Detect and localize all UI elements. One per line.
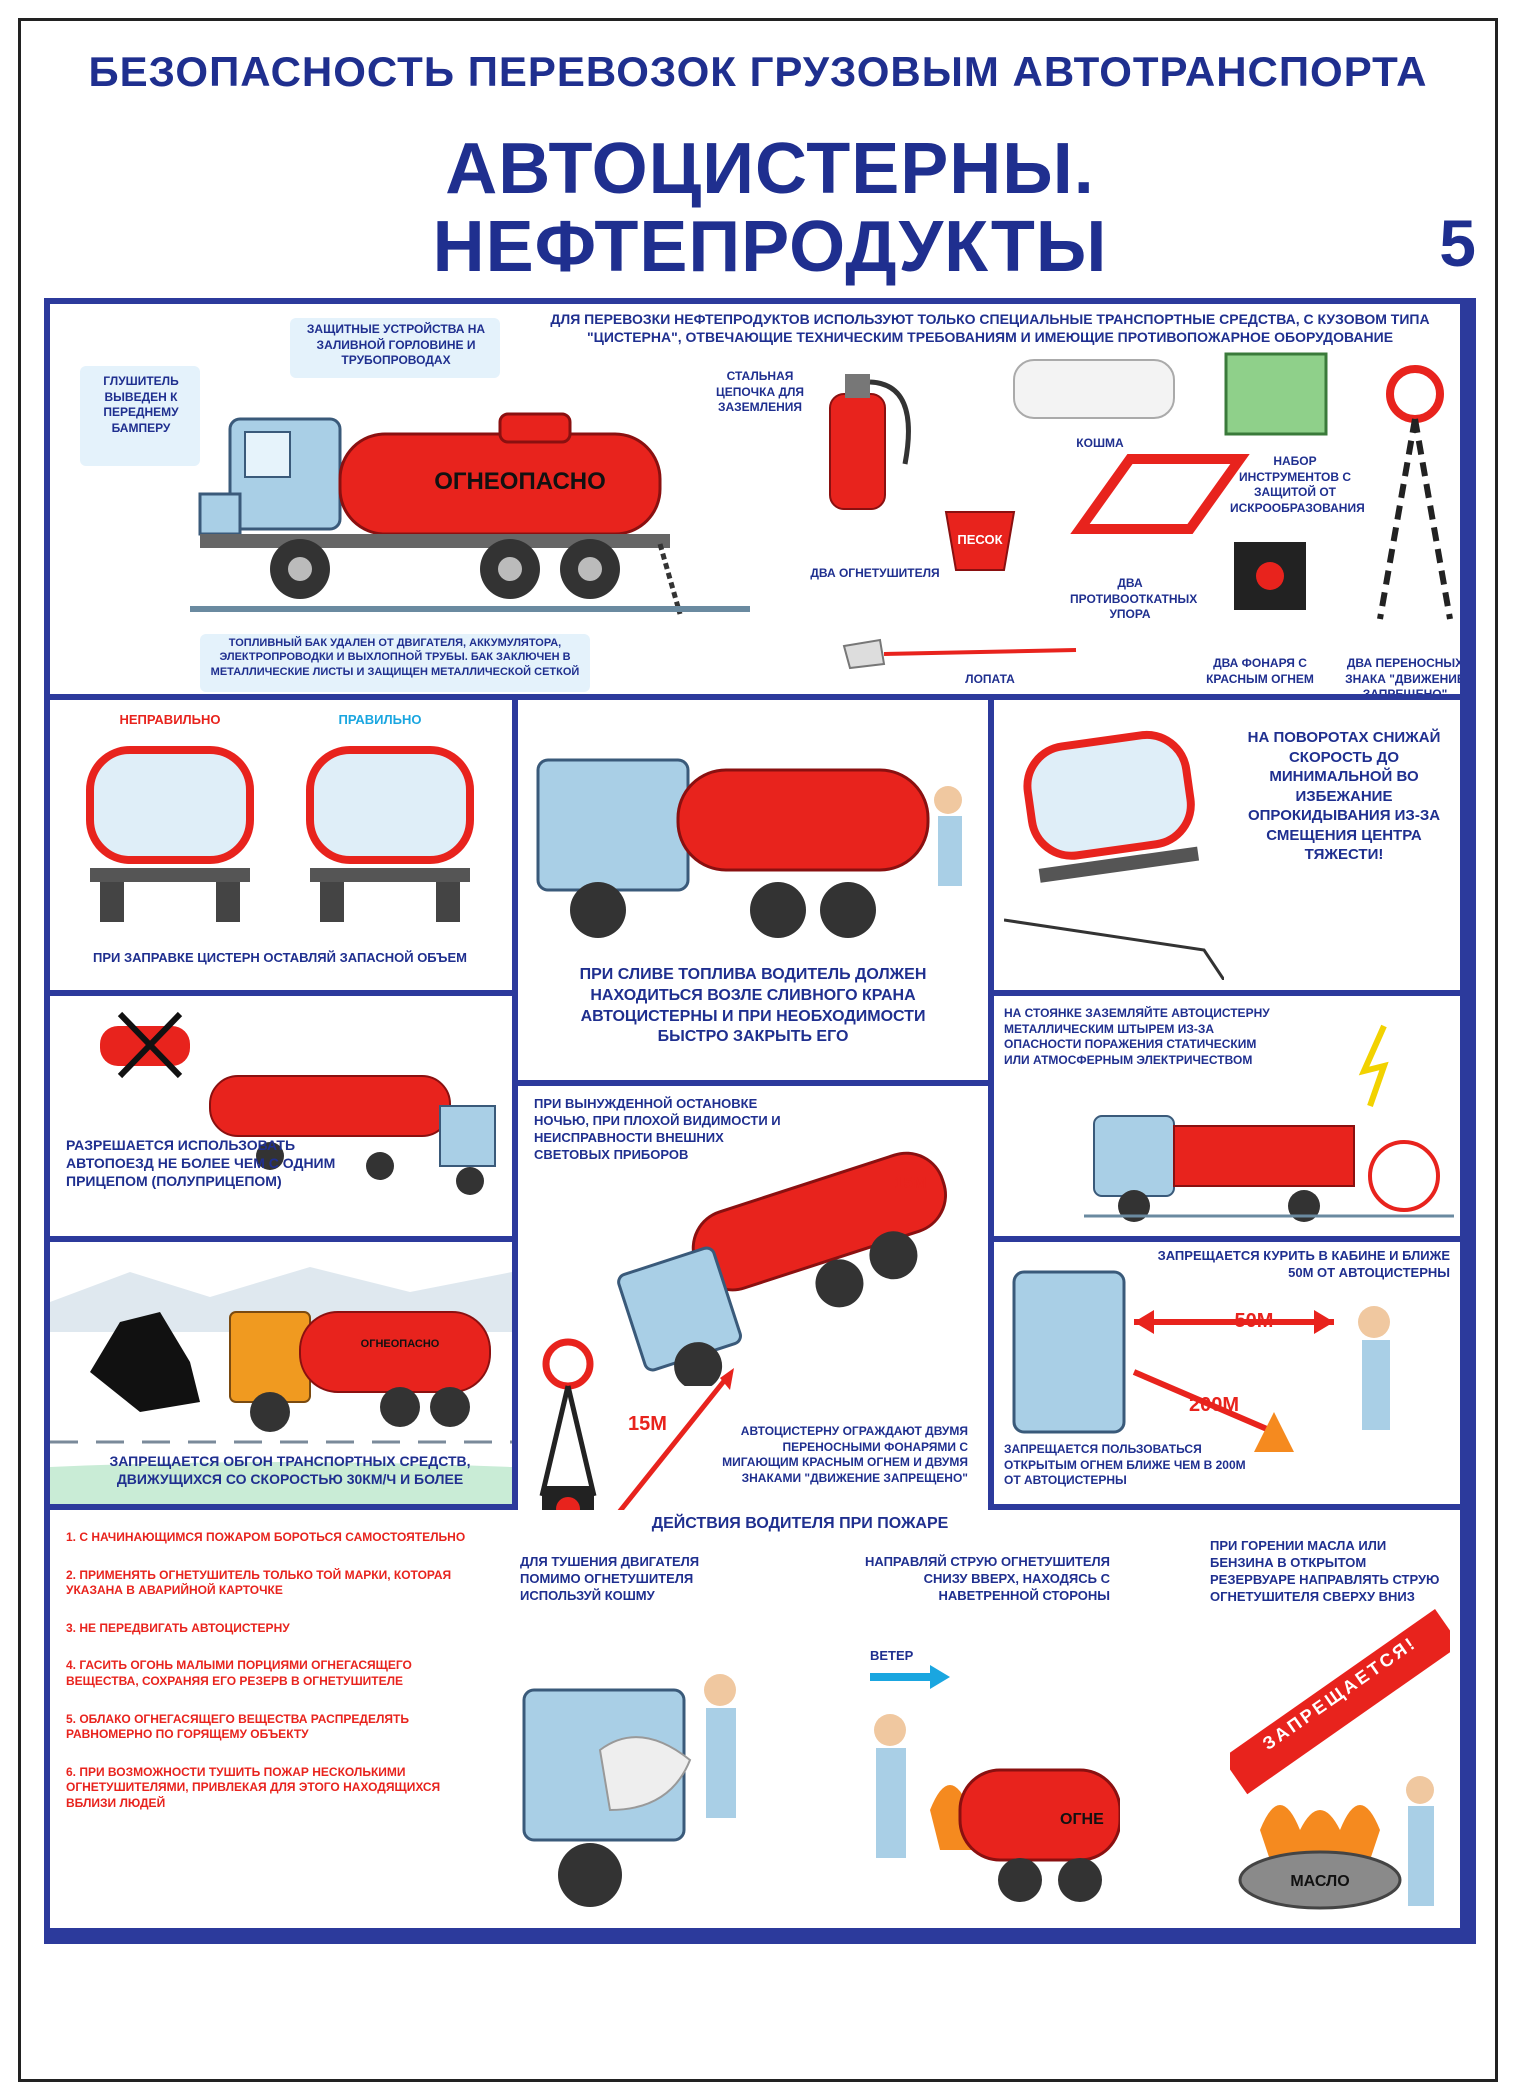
no-entry-sign-icon <box>1377 365 1453 620</box>
sand-bucket-icon <box>944 511 1016 571</box>
oil-label: МАСЛО <box>1290 1873 1350 1890</box>
filling-panel: НЕПРАВИЛЬНО ПРАВИЛЬНО ПРИ ЗАПРАВКЕ ЦИСТЕ… <box>50 700 512 990</box>
red-lantern-icon <box>1234 542 1306 610</box>
burning-tanker-illustration <box>874 1714 1120 1902</box>
shovel-icon <box>842 638 1077 670</box>
smoking-caption: ЗАПРЕЩАЕТСЯ КУРИТЬ В КАБИНЕ И БЛИЖЕ 50м … <box>1157 1248 1450 1280</box>
stop-distance-bottom: 15м <box>628 1413 667 1435</box>
fire-panel: ДЕЙСТВИЯ ВОДИТЕЛЯ ПРИ ПОЖАРЕ 1. С НАЧИНА… <box>50 1510 1460 1928</box>
engine-blanket-illustration <box>522 1674 736 1907</box>
overtake-illustration <box>50 1267 512 1504</box>
turns-panel: НА ПОВОРОТАХ СНИЖАЙ СКОРОСТЬ ДО МИНИМАЛЬ… <box>994 700 1460 990</box>
trailer-caption: РАЗРЕШАЕТСЯ ИСПОЛЬЗОВАТЬ АВТОПОЕЗД НЕ БО… <box>66 1137 336 1190</box>
wrong-label: НЕПРАВИЛЬНО <box>119 712 221 727</box>
stop-panel: ПРИ ВЫНУЖДЕННОЙ ОСТАНОВКЕ НОЧЬЮ, ПРИ ПЛО… <box>518 1086 988 1546</box>
smoking-panel: ЗАПРЕЩАЕТСЯ КУРИТЬ В КАБИНЕ И БЛИЖЕ 50м … <box>994 1242 1460 1504</box>
fire-rule-3: 3. НЕ ПЕРЕДВИГАТЬ АВТОЦИСТЕРНУ <box>66 1620 290 1635</box>
wind-label: ВЕТЕР <box>870 1648 914 1663</box>
stopped-tanker-illustration <box>617 1151 947 1386</box>
poster-subtitle: БЕЗОПАСНОСТЬ ПЕРЕВОЗОК ГРУЗОВЫМ АВТОТРАН… <box>88 48 1428 95</box>
equipment-intro: ДЛЯ ПЕРЕВОЗКИ НЕФТЕПРОДУКТОВ ИСПОЛЬЗУЮТ … <box>550 311 1430 346</box>
trailer-panel: РАЗРЕШАЕТСЯ ИСПОЛЬЗОВАТЬ АВТОПОЕЗД НЕ БО… <box>50 996 512 1236</box>
poster-number: 5 <box>1439 206 1476 280</box>
chain-label: СТАЛЬНАЯ ЦЕПОЧКА ДЛЯ ЗАЗЕМЛЕНИЯ <box>715 369 805 415</box>
extinguishers-label: ДВА ОГНЕТУШИТЕЛЯ <box>810 566 940 580</box>
draining-truck-illustration <box>536 758 962 938</box>
grounding-caption: НА СТОЯНКЕ ЗАЗЕМЛЯЙТЕ АВТОЦИСТЕРНУ МЕТАЛ… <box>1004 1006 1270 1067</box>
fire-blanket-icon <box>1013 359 1175 419</box>
fire-rules-list: 1. С НАЧИНАЮЩИМСЯ ПОЖАРОМ БОРОТЬСЯ САМОС… <box>66 1530 486 1834</box>
burning-tank-label: ОГНЕ <box>1060 1811 1104 1828</box>
turns-caption: НА ПОВОРОТАХ СНИЖАЙ СКОРОСТЬ ДО МИНИМАЛЬ… <box>1247 729 1441 863</box>
tilted-tank-illustration <box>1004 730 1224 980</box>
grounding-panel: НА СТОЯНКЕ ЗАЗЕМЛЯЙТЕ АВТОЦИСТЕРНУ МЕТАЛ… <box>994 996 1460 1236</box>
oil-caption: ПРИ ГОРЕНИИ МАСЛА ИЛИ БЕНЗИНА В ОТКРЫТОМ… <box>1210 1538 1440 1604</box>
wheel-chocks-icon <box>1070 454 1250 534</box>
engine-caption: ДЛЯ ТУШЕНИЯ ДВИГАТЕЛЯ ПОМИМО ОГНЕТУШИТЕЛ… <box>520 1554 700 1603</box>
smoking-distance-50: 50м <box>1234 1310 1274 1332</box>
equipment-panel: ДЛЯ ПЕРЕВОЗКИ НЕФТЕПРОДУКТОВ ИСПОЛЬЗУЮТ … <box>50 304 1460 694</box>
shovel-label: ЛОПАТА <box>965 672 1015 686</box>
direct-caption: НАПРАВЛЯЙ СТРУЮ ОГНЕТУШИТЕЛЯ СНИЗУ ВВЕРХ… <box>864 1554 1110 1603</box>
muffler-label: ГЛУШИТЕЛЬ ВЫВЕДЕН К ПЕРЕДНЕМУ БАМПЕРУ <box>103 374 179 435</box>
poster-title-line2: НЕФТЕПРОДУКТЫ <box>432 207 1108 287</box>
truck-tank-label: ОГНЕОПАСНО <box>434 468 606 495</box>
stop-caption: ПРИ ВЫНУЖДЕННОЙ ОСТАНОВКЕ НОЧЬЮ, ПРИ ПЛО… <box>534 1096 781 1162</box>
protective-label: ЗАЩИТНЫЕ УСТРОЙСТВА НА ЗАЛИВНОЙ ГОРЛОВИН… <box>306 322 486 368</box>
overtake-caption: ЗАПРЕЩАЕТСЯ ОБГОН ТРАНСПОРТНЫХ СРЕДСТВ, … <box>109 1453 471 1488</box>
burning-oil-illustration <box>1238 1776 1434 1910</box>
tools-label: НАБОР ИНСТРУМЕНТОВ С ЗАЩИТОЙ ОТ ИСКРООБР… <box>1230 454 1365 515</box>
grounding-illustration <box>1084 1024 1454 1222</box>
tool-kit-icon <box>1224 352 1328 436</box>
protective-callout <box>290 318 500 378</box>
lanterns-label: ДВА ФОНАРЯ С КРАСНЫМ ОГНЕМ <box>1206 656 1314 686</box>
sand-label: ПЕСОК <box>957 532 1003 547</box>
stop-caption-2: АВТОЦИСТЕРНУ ОГРАЖДАЮТ ДВУМЯ ПЕРЕНОСНЫМИ… <box>722 1424 968 1485</box>
fuel-tank-label: ТОПЛИВНЫЙ БАК УДАЛЕН ОТ ДВИГАТЕЛЯ, АККУМ… <box>210 637 580 678</box>
forbidden-banner <box>1230 1609 1450 1795</box>
fire-rule-2: 2. ПРИМЕНЯТЬ ОГНЕТУШИТЕЛЬ ТОЛЬКО ТОЙ МАР… <box>66 1567 452 1598</box>
road-train-illustration <box>100 1011 496 1195</box>
fire-title: ДЕЙСТВИЯ ВОДИТЕЛЯ ПРИ ПОЖАРЕ <box>651 1515 949 1532</box>
fire-rule-1: 1. С НАЧИНАЮЩИМСЯ ПОЖАРОМ БОРОТЬСЯ САМОС… <box>66 1530 466 1544</box>
smoking-distance-200: 200м <box>1188 1394 1240 1416</box>
blanket-label: КОШМА <box>1076 436 1124 450</box>
filling-caption: ПРИ ЗАПРАВКЕ ЦИСТЕРН ОСТАВЛЯЙ ЗАПАСНОЙ О… <box>93 950 467 965</box>
fire-rule-5: 5. ОБЛАКО ОГНЕГАСЯЩЕГО ВЕЩЕСТВА РАСПРЕДЕ… <box>66 1711 409 1742</box>
tank-correct-illustration <box>306 746 474 922</box>
wind-arrow-icon <box>870 1665 950 1689</box>
fuel-tank-callout <box>200 634 590 692</box>
poster-title: АВТОЦИСТЕРНЫ. НЕФТЕПРОДУКТЫ <box>340 130 1200 286</box>
stop-distance-top: 15м <box>894 1173 928 1192</box>
signs-label: ДВА ПЕРЕНОСНЫХ ЗНАКА "ДВИЖЕНИЕ ЗАПРЕЩЕНО… <box>1345 656 1460 694</box>
poster-board: ДЛЯ ПЕРЕВОЗКИ НЕФТЕПРОДУКТОВ ИСПОЛЬЗУЮТ … <box>44 298 1476 1944</box>
overtake-panel: ОГНЕОПАСНО ЗАПРЕЩАЕТСЯ ОБГОН ТРАНСПОРТНЫ… <box>50 1242 512 1504</box>
draining-caption: ПРИ СЛИВЕ ТОПЛИВА ВОДИТЕЛЬ ДОЛЖЕН НАХОДИ… <box>579 966 927 1046</box>
fire-rule-6: 6. ПРИ ВОЗМОЖНОСТИ ТУШИТЬ ПОЖАР НЕСКОЛЬК… <box>66 1764 441 1810</box>
tanker-truck-illustration <box>190 412 750 615</box>
smoking-caption-2: ЗАПРЕЩАЕТСЯ ПОЛЬЗОВАТЬСЯ ОТКРЫТЫМ ОГНЕМ … <box>1004 1442 1246 1488</box>
warning-tripod-illustration <box>539 1338 597 1532</box>
tank-overfilled-illustration <box>86 746 254 922</box>
right-label: ПРАВИЛЬНО <box>338 712 422 727</box>
chocks-label: ДВА ПРОТИВООТКАТНЫХ УПОРА <box>1070 576 1198 622</box>
fire-extinguisher-icon <box>829 374 911 510</box>
fire-rule-4: 4. ГАСИТЬ ОГОНЬ МАЛЫМИ ПОРЦИЯМИ ОГНЕГАСЯ… <box>66 1658 412 1688</box>
draining-panel: ПРИ СЛИВЕ ТОПЛИВА ВОДИТЕЛЬ ДОЛЖЕН НАХОДИ… <box>518 700 988 1080</box>
overtake-tank-label: ОГНЕОПАСНО <box>360 1338 440 1350</box>
poster-title-line1: АВТОЦИСТЕРНЫ. <box>445 129 1095 209</box>
smoking-illustration <box>1012 1270 1390 1452</box>
muffler-callout <box>80 366 200 466</box>
